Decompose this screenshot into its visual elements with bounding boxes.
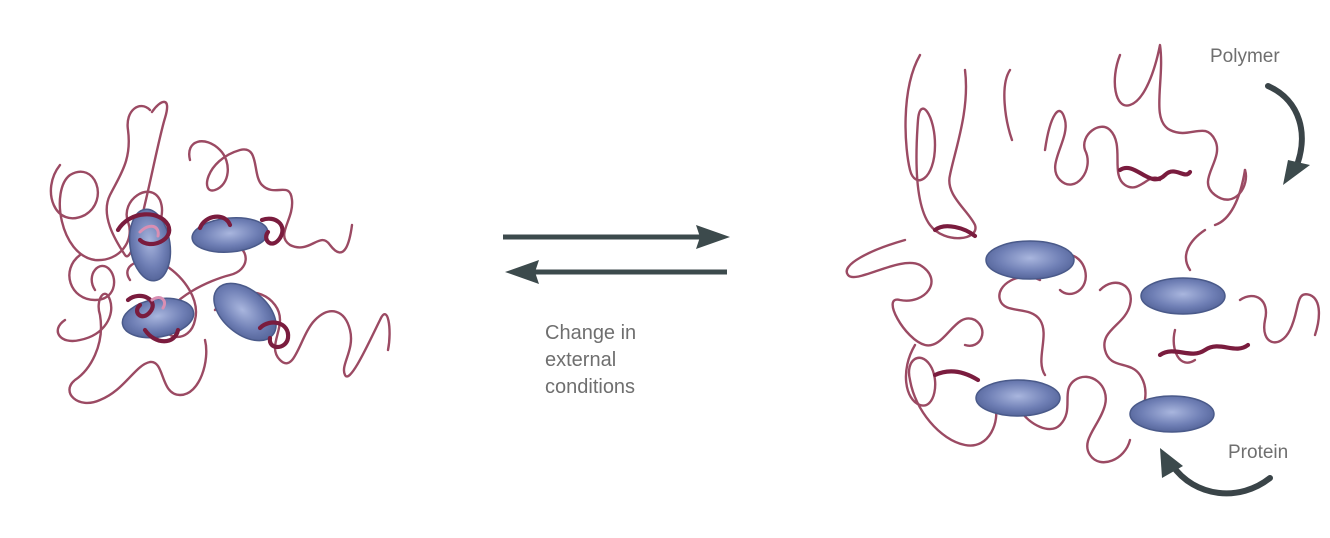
double-harpoon-arrows-icon — [503, 225, 730, 284]
polymer-pointer-arrowhead — [1283, 160, 1310, 185]
protein-right-3 — [976, 380, 1060, 416]
polymer-pointer-arrow — [1268, 86, 1302, 170]
polymer-chain-right-10 — [1240, 294, 1319, 342]
process-label-line-3: conditions — [545, 376, 635, 398]
reverse-arrow-head — [505, 260, 539, 284]
collapsed-complex — [51, 102, 390, 403]
dissociated-state: Polymer Protein — [847, 45, 1319, 493]
protein-right-1 — [986, 241, 1074, 279]
protein-pointer-arrow — [1172, 465, 1270, 493]
bound-segment-right-2 — [1120, 168, 1190, 179]
polymer-chain-right-5 — [1186, 170, 1245, 270]
bound-segment-right-3 — [935, 371, 978, 380]
polymer-chain-right-1 — [847, 240, 983, 346]
protein-label: Protein — [1228, 442, 1288, 463]
polymer-chain-right-4 — [1115, 45, 1246, 200]
polymer-label: Polymer — [1210, 46, 1280, 67]
protein-right-4 — [1130, 396, 1214, 432]
process-label-line-1: Change in — [545, 322, 636, 344]
polymer-chain-left-7 — [69, 255, 114, 300]
process-label: Change in external conditions — [545, 322, 642, 398]
forward-arrow-head — [696, 225, 730, 249]
protein-right-2 — [1141, 278, 1225, 314]
protein-left-4 — [203, 272, 286, 352]
polymer-chain-right-2 — [906, 55, 976, 238]
process-label-line-2: external — [545, 349, 616, 371]
polymer-chain-right-11 — [1174, 330, 1195, 363]
